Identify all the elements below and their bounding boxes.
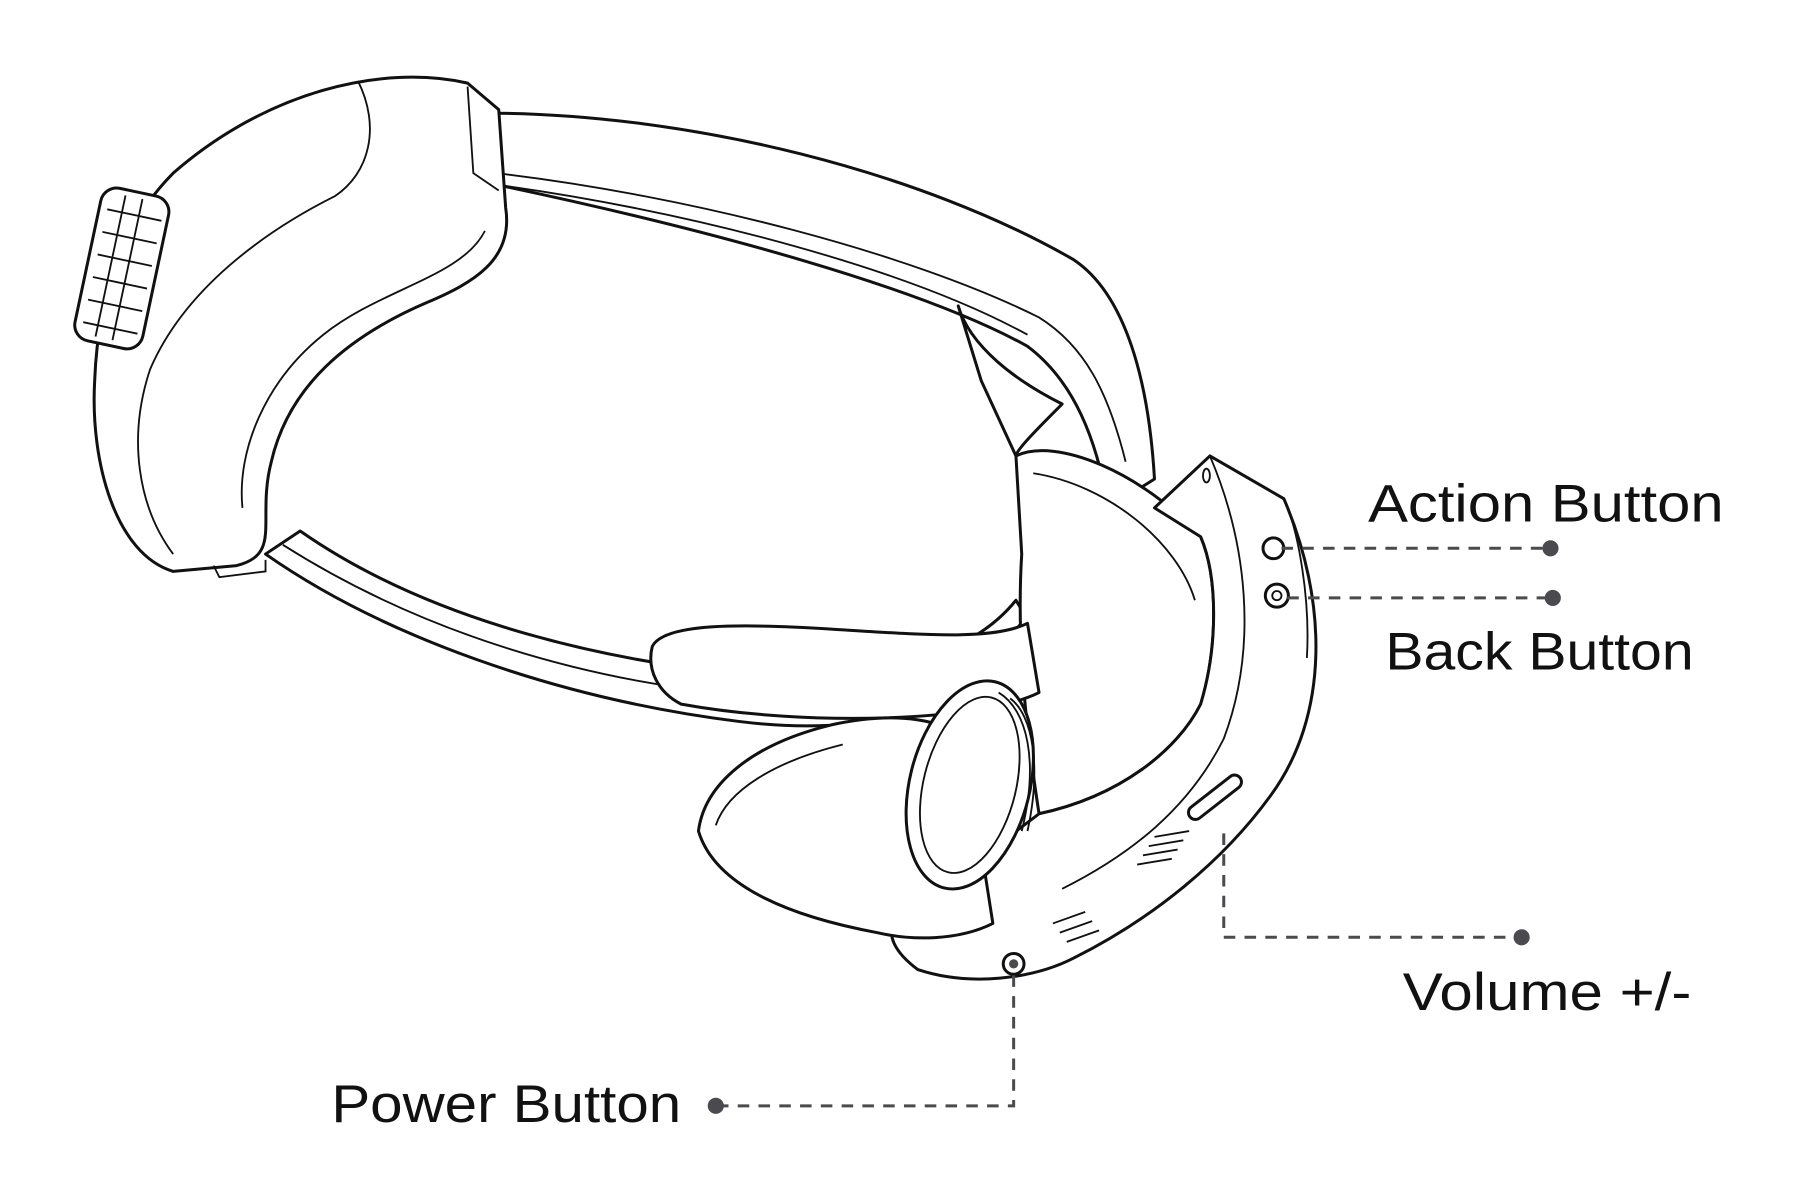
- power-button-label: Power Button: [331, 1075, 681, 1134]
- vent-slots: [1052, 830, 1190, 943]
- power-button-leader: [719, 975, 1016, 1108]
- volume-label: Volume +/-: [1403, 963, 1692, 1022]
- power-button-dot: [707, 1097, 724, 1114]
- action-button-dot: [1542, 540, 1559, 557]
- back-button-icon: [1263, 582, 1290, 609]
- adjustment-dial: [73, 186, 171, 351]
- volume-rocker-icon: [1186, 773, 1243, 821]
- volume-leader: [1222, 833, 1519, 939]
- back-button-label: Back Button: [1385, 622, 1693, 681]
- rear-pad: [92, 75, 509, 579]
- power-button-icon: [1001, 951, 1026, 976]
- lens-assembly: [696, 679, 1036, 940]
- back-button-dot: [1544, 589, 1561, 607]
- action-button-label: Action Button: [1368, 475, 1724, 534]
- volume-dot: [1513, 929, 1530, 946]
